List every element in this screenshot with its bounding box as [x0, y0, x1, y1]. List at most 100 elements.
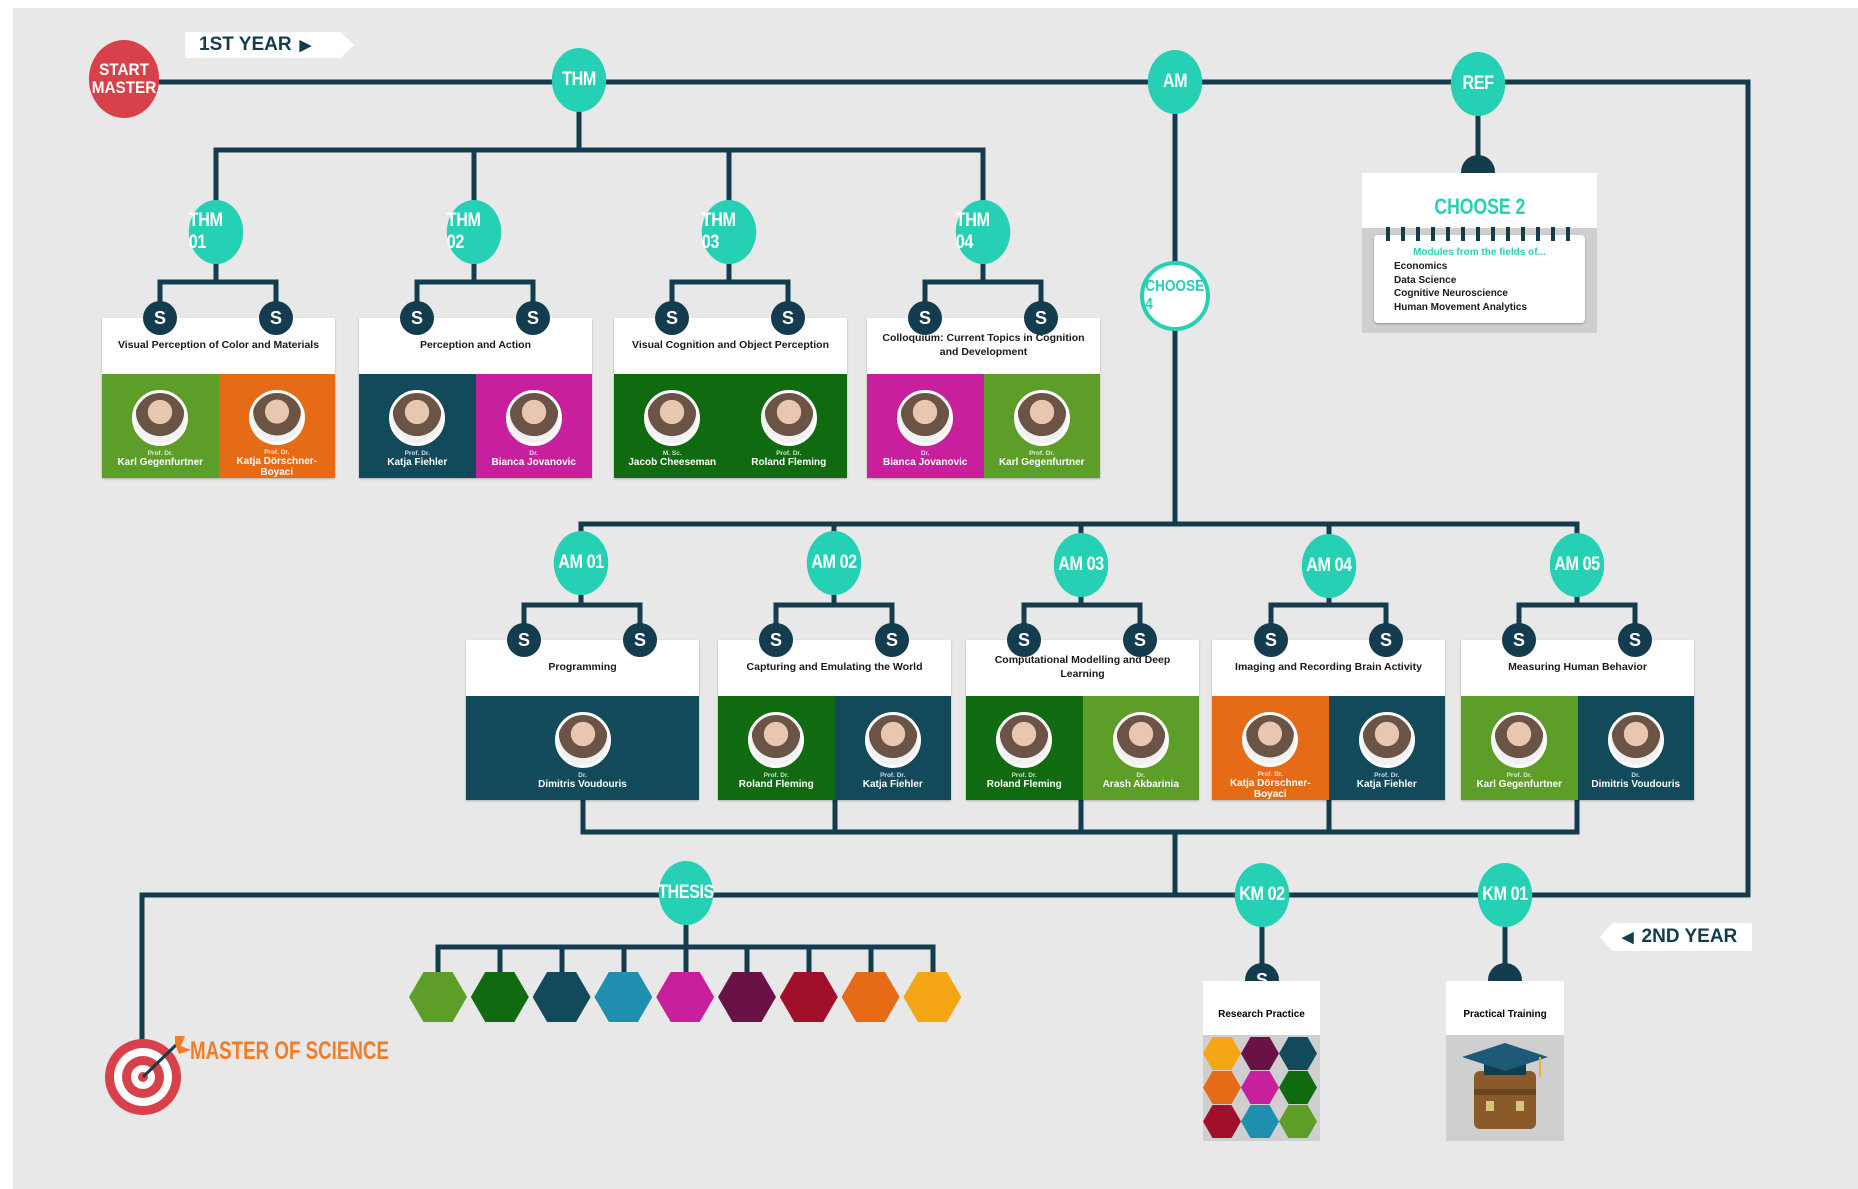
s-connector: S: [143, 301, 177, 335]
lecturer-title: Prof. Dr.: [1257, 771, 1283, 778]
module-title: Visual Perception of Color and Materials: [117, 338, 320, 351]
choose4-node: CHOOSE 4: [1140, 261, 1210, 331]
lecturer-name: Jacob Cheeseman: [628, 457, 717, 468]
s-label: S: [1264, 629, 1277, 650]
lecturer-title: Dr.: [1136, 772, 1146, 779]
node-km02: KM 02: [1234, 863, 1290, 927]
thesis-hex: [594, 972, 653, 1022]
lecturer-name: Dimitris Voudouris: [538, 779, 627, 790]
node-km01-label: KM 01: [1482, 884, 1528, 905]
lecturer-name: Katja Fiehler: [862, 779, 923, 790]
node-km02-label: KM 02: [1239, 884, 1285, 905]
lecturer-panel: Prof. Dr.Karl Gegenfurtner: [983, 374, 1100, 478]
node-thm04: THM 04: [955, 200, 1011, 264]
year1-label: 1ST YEAR: [199, 34, 292, 55]
play-right-icon: ▶: [299, 37, 312, 54]
lecturer-panel: Dr.Arash Akbarinia: [1082, 696, 1199, 800]
module-title: Capturing and Emulating the World: [746, 660, 923, 673]
notepad-spiral: [1386, 227, 1573, 241]
s-connector: S: [759, 623, 793, 657]
play-left-icon: ◀: [1622, 929, 1634, 946]
module-card: Colloquium: Current Topics in Cognition …: [867, 318, 1100, 478]
lecturer-title: Prof. Dr.: [1506, 772, 1532, 779]
s-connector: S: [1024, 301, 1058, 335]
s-connector: S: [623, 623, 657, 657]
node-am01: AM 01: [553, 531, 609, 595]
practical-training-card: Practical Training: [1446, 981, 1564, 1141]
lecturer-title: M. Sc.: [662, 450, 682, 457]
lecturer-panel: Prof. Dr.Katja Dörschner-Boyaci: [218, 374, 335, 478]
lecturer-name: Karl Gegenfurtner: [998, 457, 1085, 468]
avatar: [248, 390, 305, 445]
node-am03-label: AM 03: [1058, 554, 1104, 575]
avatar: [1242, 712, 1299, 767]
lecturer-title: Prof. Dr.: [264, 449, 290, 456]
node-am02: AM 02: [806, 531, 862, 595]
s-label: S: [517, 629, 530, 650]
s-label: S: [1133, 629, 1146, 650]
lecturer-panel: Prof. Dr.Katja Dörschner-Boyaci: [1212, 696, 1329, 800]
ref-card-title: CHOOSE 2: [1434, 193, 1525, 219]
avatar: [554, 712, 611, 768]
node-thm01: THM 01: [188, 200, 244, 264]
s-label: S: [269, 307, 282, 328]
s-label: S: [633, 629, 646, 650]
lecturer-title: Prof. Dr.: [1029, 450, 1055, 457]
lecturer-name: Bianca Jovanovic: [491, 457, 576, 468]
node-thesis: THESIS: [658, 861, 714, 925]
thesis-hex: [532, 972, 591, 1022]
ref-card: CHOOSE 2 Modules from the fields of... E…: [1362, 173, 1597, 333]
node-am04-label: AM 04: [1306, 555, 1352, 576]
node-thesis-label: THESIS: [658, 882, 714, 903]
s-connector: S: [655, 301, 689, 335]
avatar: [897, 390, 954, 446]
lecturer-panel: Dr.Dimitris Voudouris: [466, 696, 699, 800]
lecturer-title: Dr.: [1631, 772, 1641, 779]
start-master-node: START MASTER: [88, 40, 160, 118]
avatar: [996, 712, 1053, 768]
s-connector: S: [771, 301, 805, 335]
node-ref: REF: [1450, 52, 1506, 116]
node-thm: THM: [551, 48, 607, 112]
s-connector: S: [1618, 623, 1652, 657]
node-am04: AM 04: [1301, 534, 1357, 598]
s-connector: S: [259, 301, 293, 335]
s-label: S: [885, 629, 898, 650]
lecturer-title: Prof. Dr.: [763, 772, 789, 779]
research-hex: [1203, 1071, 1241, 1104]
lecturer-title: Dr.: [920, 450, 930, 457]
choose4-label: CHOOSE 4: [1145, 278, 1205, 313]
lecturer-name: Katja Fiehler: [1356, 779, 1417, 790]
module-card: Visual Perception of Color and Materials…: [102, 318, 335, 478]
goal-label: MASTER OF SCIENCE: [190, 1037, 389, 1065]
lecturer-panel: Prof. Dr.Katja Fiehler: [834, 696, 951, 800]
s-connector: S: [1123, 623, 1157, 657]
s-label: S: [1034, 307, 1047, 328]
research-practice-title: Research Practice: [1218, 1008, 1305, 1020]
ref-item: Human Movement Analytics: [1394, 301, 1527, 313]
lecturer-name: Katja Fiehler: [387, 457, 448, 468]
node-am-label: AM: [1162, 71, 1188, 92]
node-thm03: THM 03: [701, 200, 757, 264]
lecturer-name: Roland Fleming: [738, 779, 814, 790]
ref-item: Cognitive Neuroscience: [1394, 288, 1508, 299]
node-thm01-label: THM 01: [188, 210, 223, 253]
lecturer-name: Karl Gegenfurtner: [117, 457, 204, 468]
lecturer-panel: Prof. Dr.Roland Fleming: [718, 696, 835, 800]
lecturer-title: Prof. Dr.: [776, 450, 802, 457]
avatar: [505, 390, 562, 446]
s-label: S: [781, 307, 794, 328]
lecturer-name: Katja Dörschner-Boyaci: [236, 456, 318, 478]
node-ref-label: REF: [1462, 73, 1494, 94]
lecturer-panel: Prof. Dr.Roland Fleming: [730, 374, 847, 478]
research-practice-header: Research Practice: [1203, 981, 1320, 1035]
